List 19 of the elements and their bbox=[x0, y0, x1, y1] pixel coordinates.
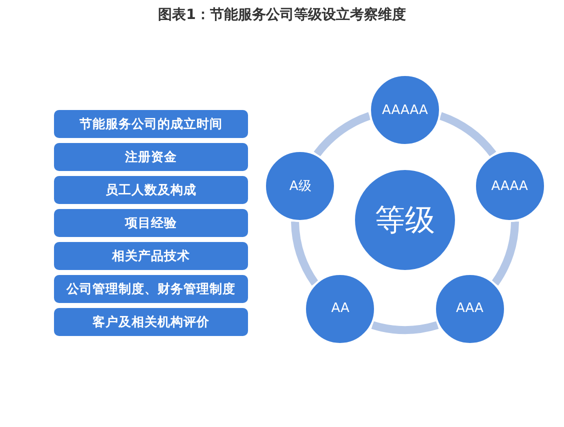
criterion-box: 客户及相关机构评价 bbox=[54, 308, 248, 336]
criterion-box: 员工人数及构成 bbox=[54, 176, 248, 204]
ring-arc bbox=[439, 112, 496, 157]
ring-arc bbox=[314, 112, 371, 157]
criterion-box: 公司管理制度、财务管理制度 bbox=[54, 275, 248, 303]
level-circle: AAA bbox=[434, 272, 506, 345]
title: 图表1：节能服务公司等级设立考察维度 bbox=[157, 6, 407, 24]
ring-arc bbox=[291, 221, 318, 286]
criterion-box: 节能服务公司的成立时间 bbox=[54, 110, 248, 138]
level-circle: AAAAA bbox=[369, 74, 441, 146]
level-circle: A级 bbox=[264, 150, 336, 222]
center-circle: 等级 bbox=[353, 168, 457, 272]
ring-arc bbox=[372, 321, 438, 334]
criterion-box: 相关产品技术 bbox=[54, 242, 248, 270]
criterion-box: 项目经验 bbox=[54, 209, 248, 237]
criterion-box: 注册资金 bbox=[54, 143, 248, 171]
level-circle: AA bbox=[304, 272, 376, 345]
ring-arc bbox=[492, 221, 519, 286]
level-circle: AAAA bbox=[474, 150, 546, 222]
